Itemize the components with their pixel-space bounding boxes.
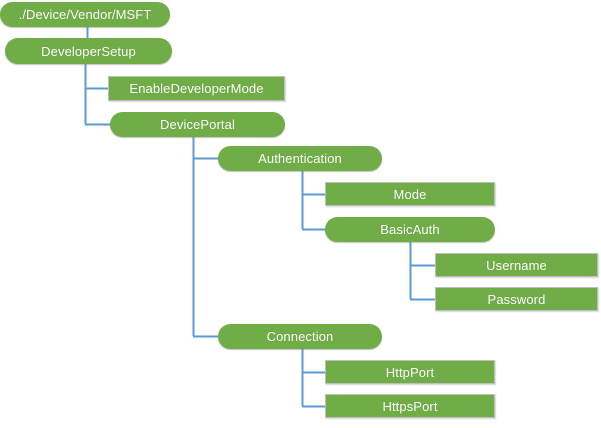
node-https-port[interactable]: HttpsPort xyxy=(325,394,495,418)
node-label-connection: Connection xyxy=(266,329,334,344)
node-label-password: Password xyxy=(487,291,546,307)
node-root[interactable]: ./Device/Vendor/MSFT xyxy=(0,2,170,27)
node-label-basic-auth: BasicAuth xyxy=(380,222,440,237)
node-developer-setup[interactable]: DeveloperSetup xyxy=(5,38,172,64)
node-username[interactable]: Username xyxy=(435,253,598,277)
node-http-port[interactable]: HttpPort xyxy=(325,360,495,384)
node-connection[interactable]: Connection xyxy=(218,324,382,349)
node-basic-auth[interactable]: BasicAuth xyxy=(325,217,495,242)
node-authentication[interactable]: Authentication xyxy=(218,146,382,171)
node-device-portal[interactable]: DevicePortal xyxy=(110,112,285,137)
node-enable-developer-mode[interactable]: EnableDeveloperMode xyxy=(108,76,285,101)
node-label-http-port: HttpPort xyxy=(385,364,435,380)
node-password[interactable]: Password xyxy=(435,287,598,311)
node-label-developer-setup: DeveloperSetup xyxy=(41,43,136,59)
node-label-root: ./Device/Vendor/MSFT xyxy=(18,7,152,22)
node-label-mode: Mode xyxy=(393,186,427,202)
node-mode[interactable]: Mode xyxy=(325,182,495,206)
node-label-enable-developer-mode: EnableDeveloperMode xyxy=(129,81,264,96)
node-label-device-portal: DevicePortal xyxy=(160,117,235,132)
node-label-username: Username xyxy=(486,257,547,273)
node-label-authentication: Authentication xyxy=(258,151,342,166)
node-label-https-port: HttpsPort xyxy=(382,398,438,414)
